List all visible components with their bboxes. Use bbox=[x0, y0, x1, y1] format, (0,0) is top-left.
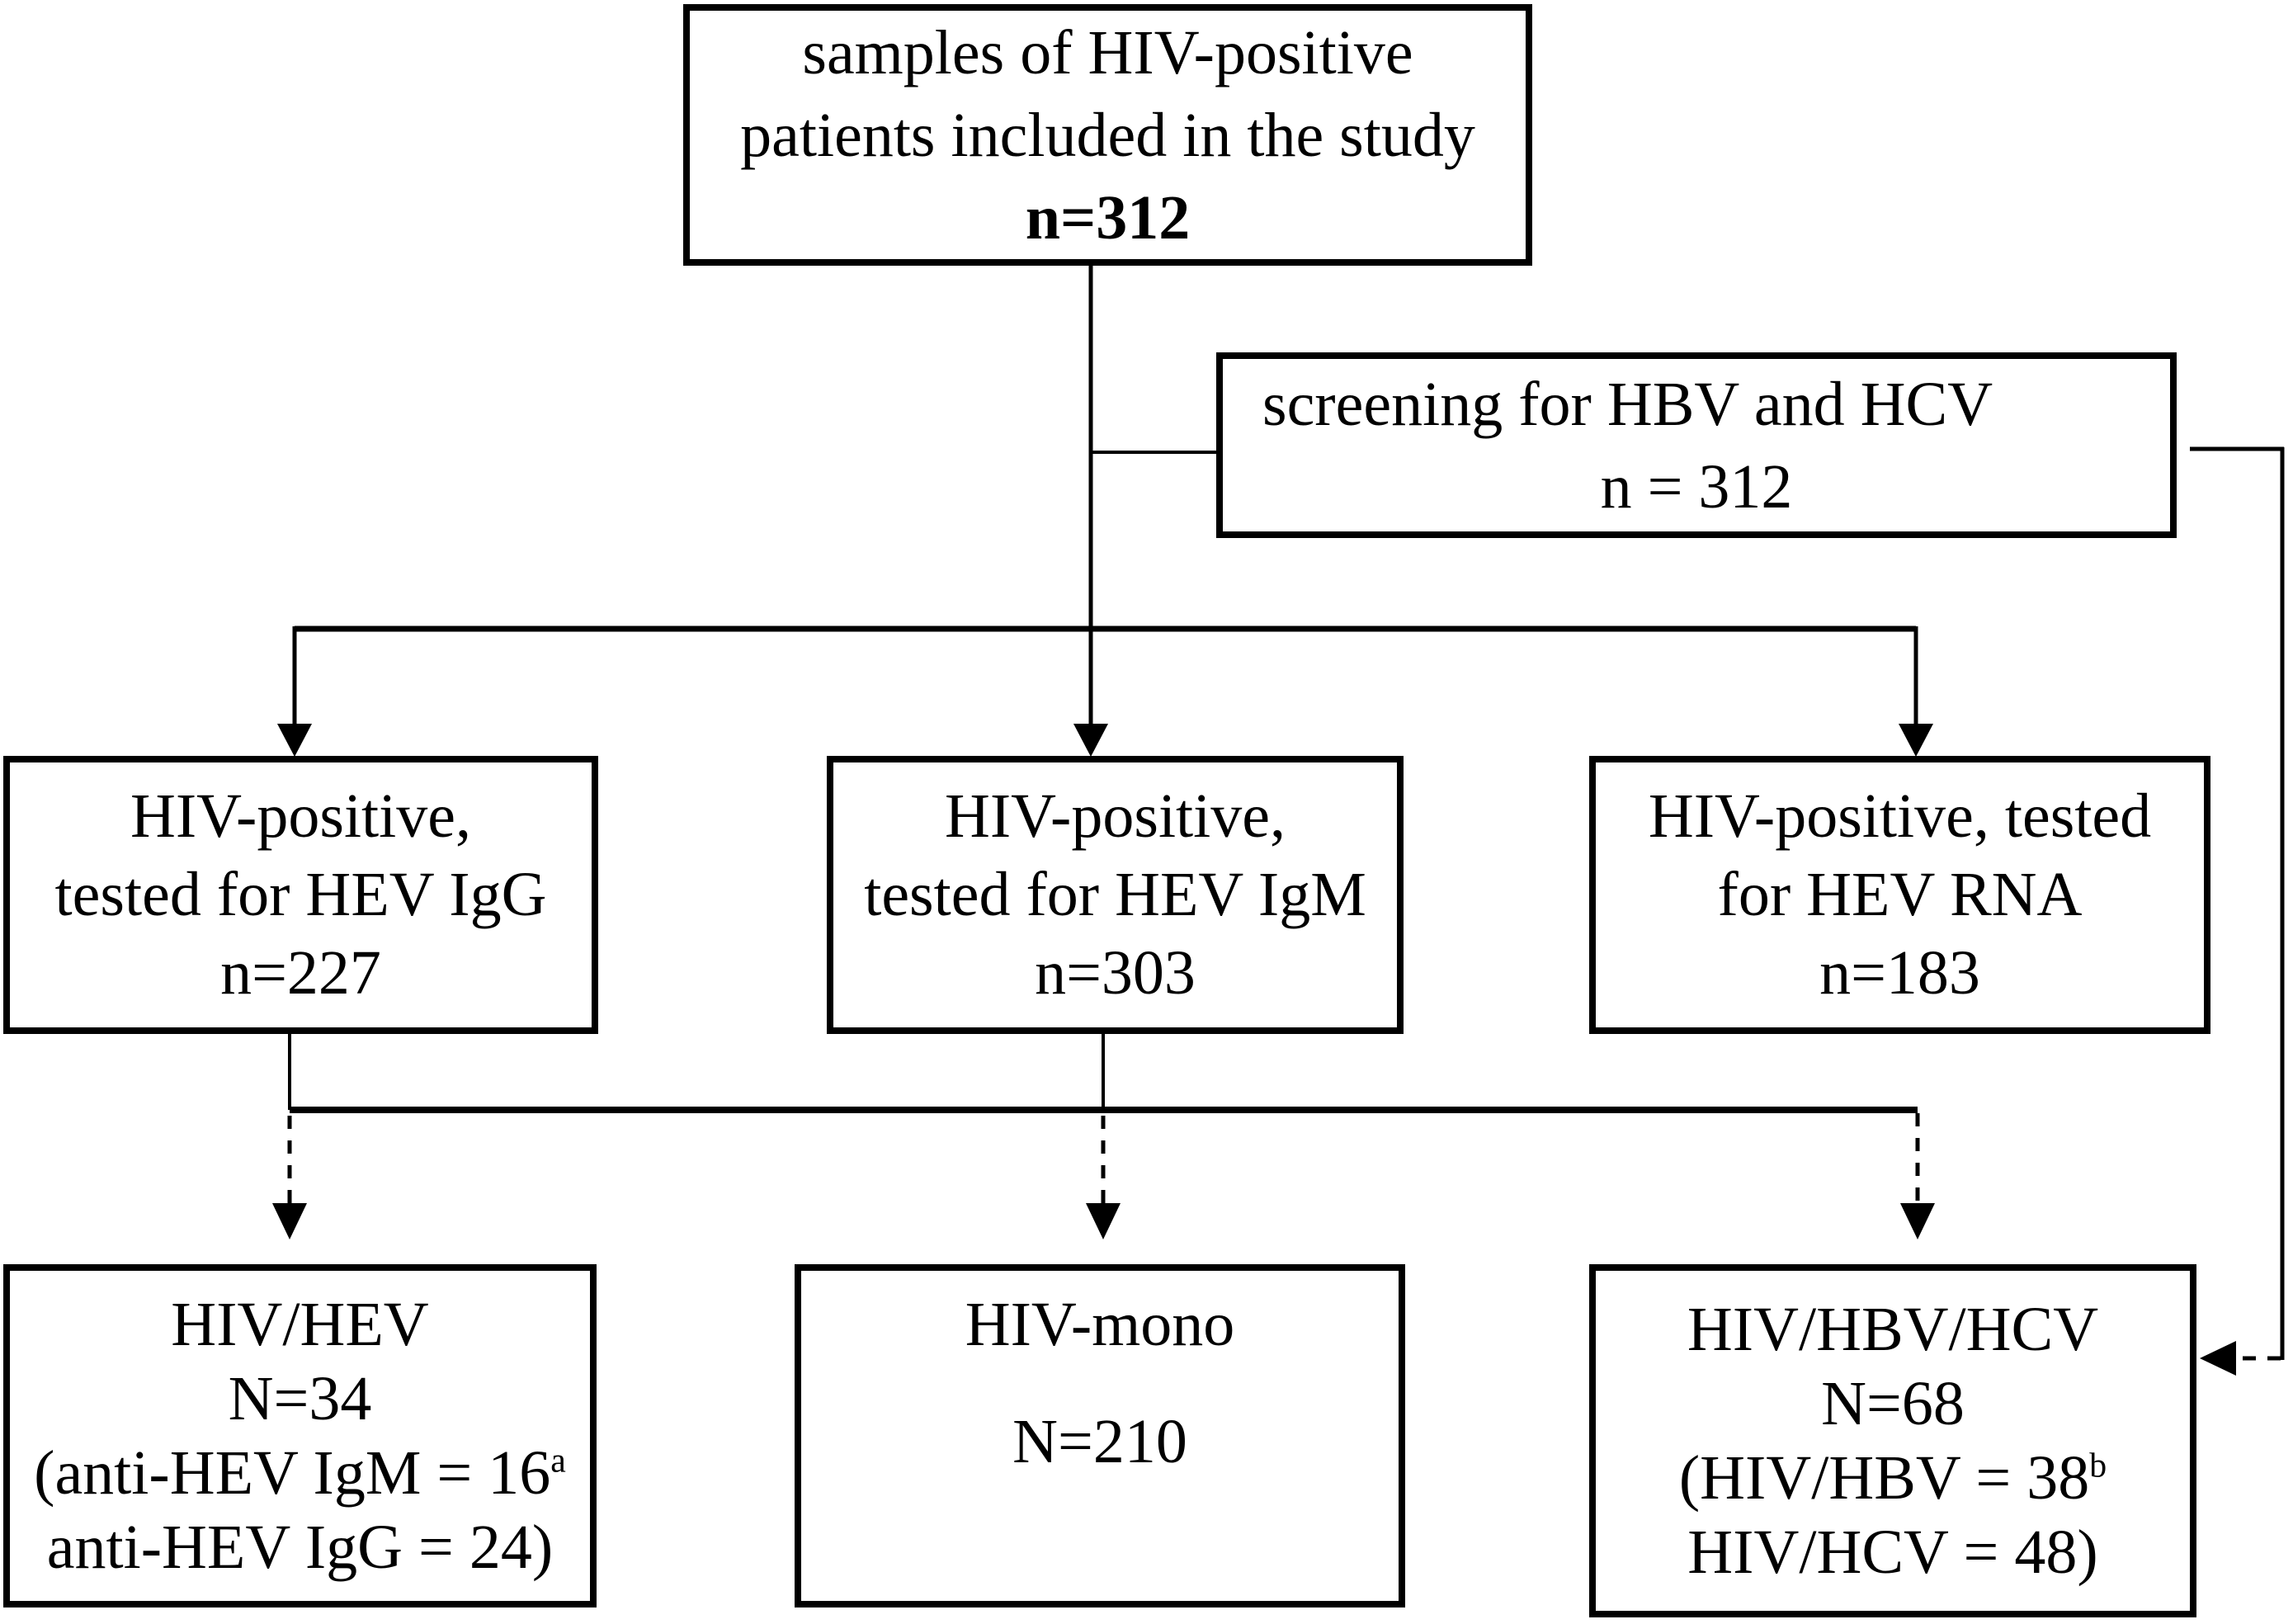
box-enrollment: samples of HIV-positive patients included… bbox=[683, 4, 1532, 266]
box-screening: screening for HBV and HCV n = 312 bbox=[1216, 352, 2177, 538]
arrowhead-down-hiv-hbv-hcv-icon bbox=[1900, 1203, 1935, 1239]
arrowhead-down-igm-icon bbox=[1073, 724, 1108, 757]
box-text-line: N=210 bbox=[1012, 1407, 1187, 1476]
box-text-line: (anti-HEV IgM = 16a bbox=[34, 1438, 566, 1508]
box-text-line: HIV/HCV = 48) bbox=[1687, 1518, 2098, 1587]
box-tested-hev-igg: HIV-positive, tested for HEV IgG n=227 bbox=[3, 756, 598, 1034]
box-text-line: n=227 bbox=[220, 938, 381, 1008]
box-text-line: tested for HEV IgM bbox=[864, 860, 1366, 929]
box-text-line: (HIV/HBV = 38b bbox=[1678, 1443, 2107, 1513]
box-text-line: n = 312 bbox=[1600, 451, 1793, 522]
box-text-line: HIV/HEV bbox=[171, 1290, 429, 1359]
box-hiv-mono: HIV-mono N=210 bbox=[795, 1264, 1405, 1607]
box-text-line: samples of HIV-positive bbox=[802, 17, 1413, 87]
arrowhead-down-hiv-mono-icon bbox=[1086, 1203, 1121, 1239]
arrowhead-left-hiv-hbv-hcv-icon bbox=[2200, 1341, 2236, 1376]
box-tested-hev-rna: HIV-positive, tested for HEV RNA n=183 bbox=[1589, 756, 2210, 1034]
box-text-line: HIV-positive, tested bbox=[1648, 781, 2152, 851]
arrowhead-down-hiv-hev-icon bbox=[272, 1203, 307, 1239]
box-text-line: n=312 bbox=[1025, 182, 1191, 253]
box-text-line: N=68 bbox=[1821, 1369, 1965, 1438]
arrowhead-down-rna-icon bbox=[1899, 724, 1933, 757]
box-text-line: n=303 bbox=[1035, 938, 1196, 1008]
box-text-line: for HEV RNA bbox=[1717, 860, 2083, 929]
arrowhead-down-igg-icon bbox=[277, 724, 312, 757]
box-text-line: screening for HBV and HCV bbox=[1262, 369, 1993, 439]
footnote-marker: a bbox=[550, 1442, 566, 1480]
box-text-line: HIV-mono bbox=[965, 1290, 1235, 1359]
box-text-line: HIV/HBV/HCV bbox=[1687, 1295, 2099, 1364]
box-text-line: patients included in the study bbox=[740, 100, 1475, 170]
box-text-line bbox=[801, 1354, 1399, 1413]
footnote-marker: b bbox=[2089, 1447, 2107, 1485]
box-text-line: HIV-positive, bbox=[944, 781, 1286, 851]
box-text-line: n=183 bbox=[1819, 938, 1980, 1008]
box-text-line: N=34 bbox=[228, 1364, 372, 1433]
box-text-line: HIV-positive, bbox=[130, 781, 472, 851]
box-text-line: tested for HEV IgG bbox=[54, 860, 547, 929]
box-tested-hev-igm: HIV-positive, tested for HEV IgM n=303 bbox=[827, 756, 1404, 1034]
box-text-line: anti-HEV IgG = 24) bbox=[46, 1513, 554, 1582]
